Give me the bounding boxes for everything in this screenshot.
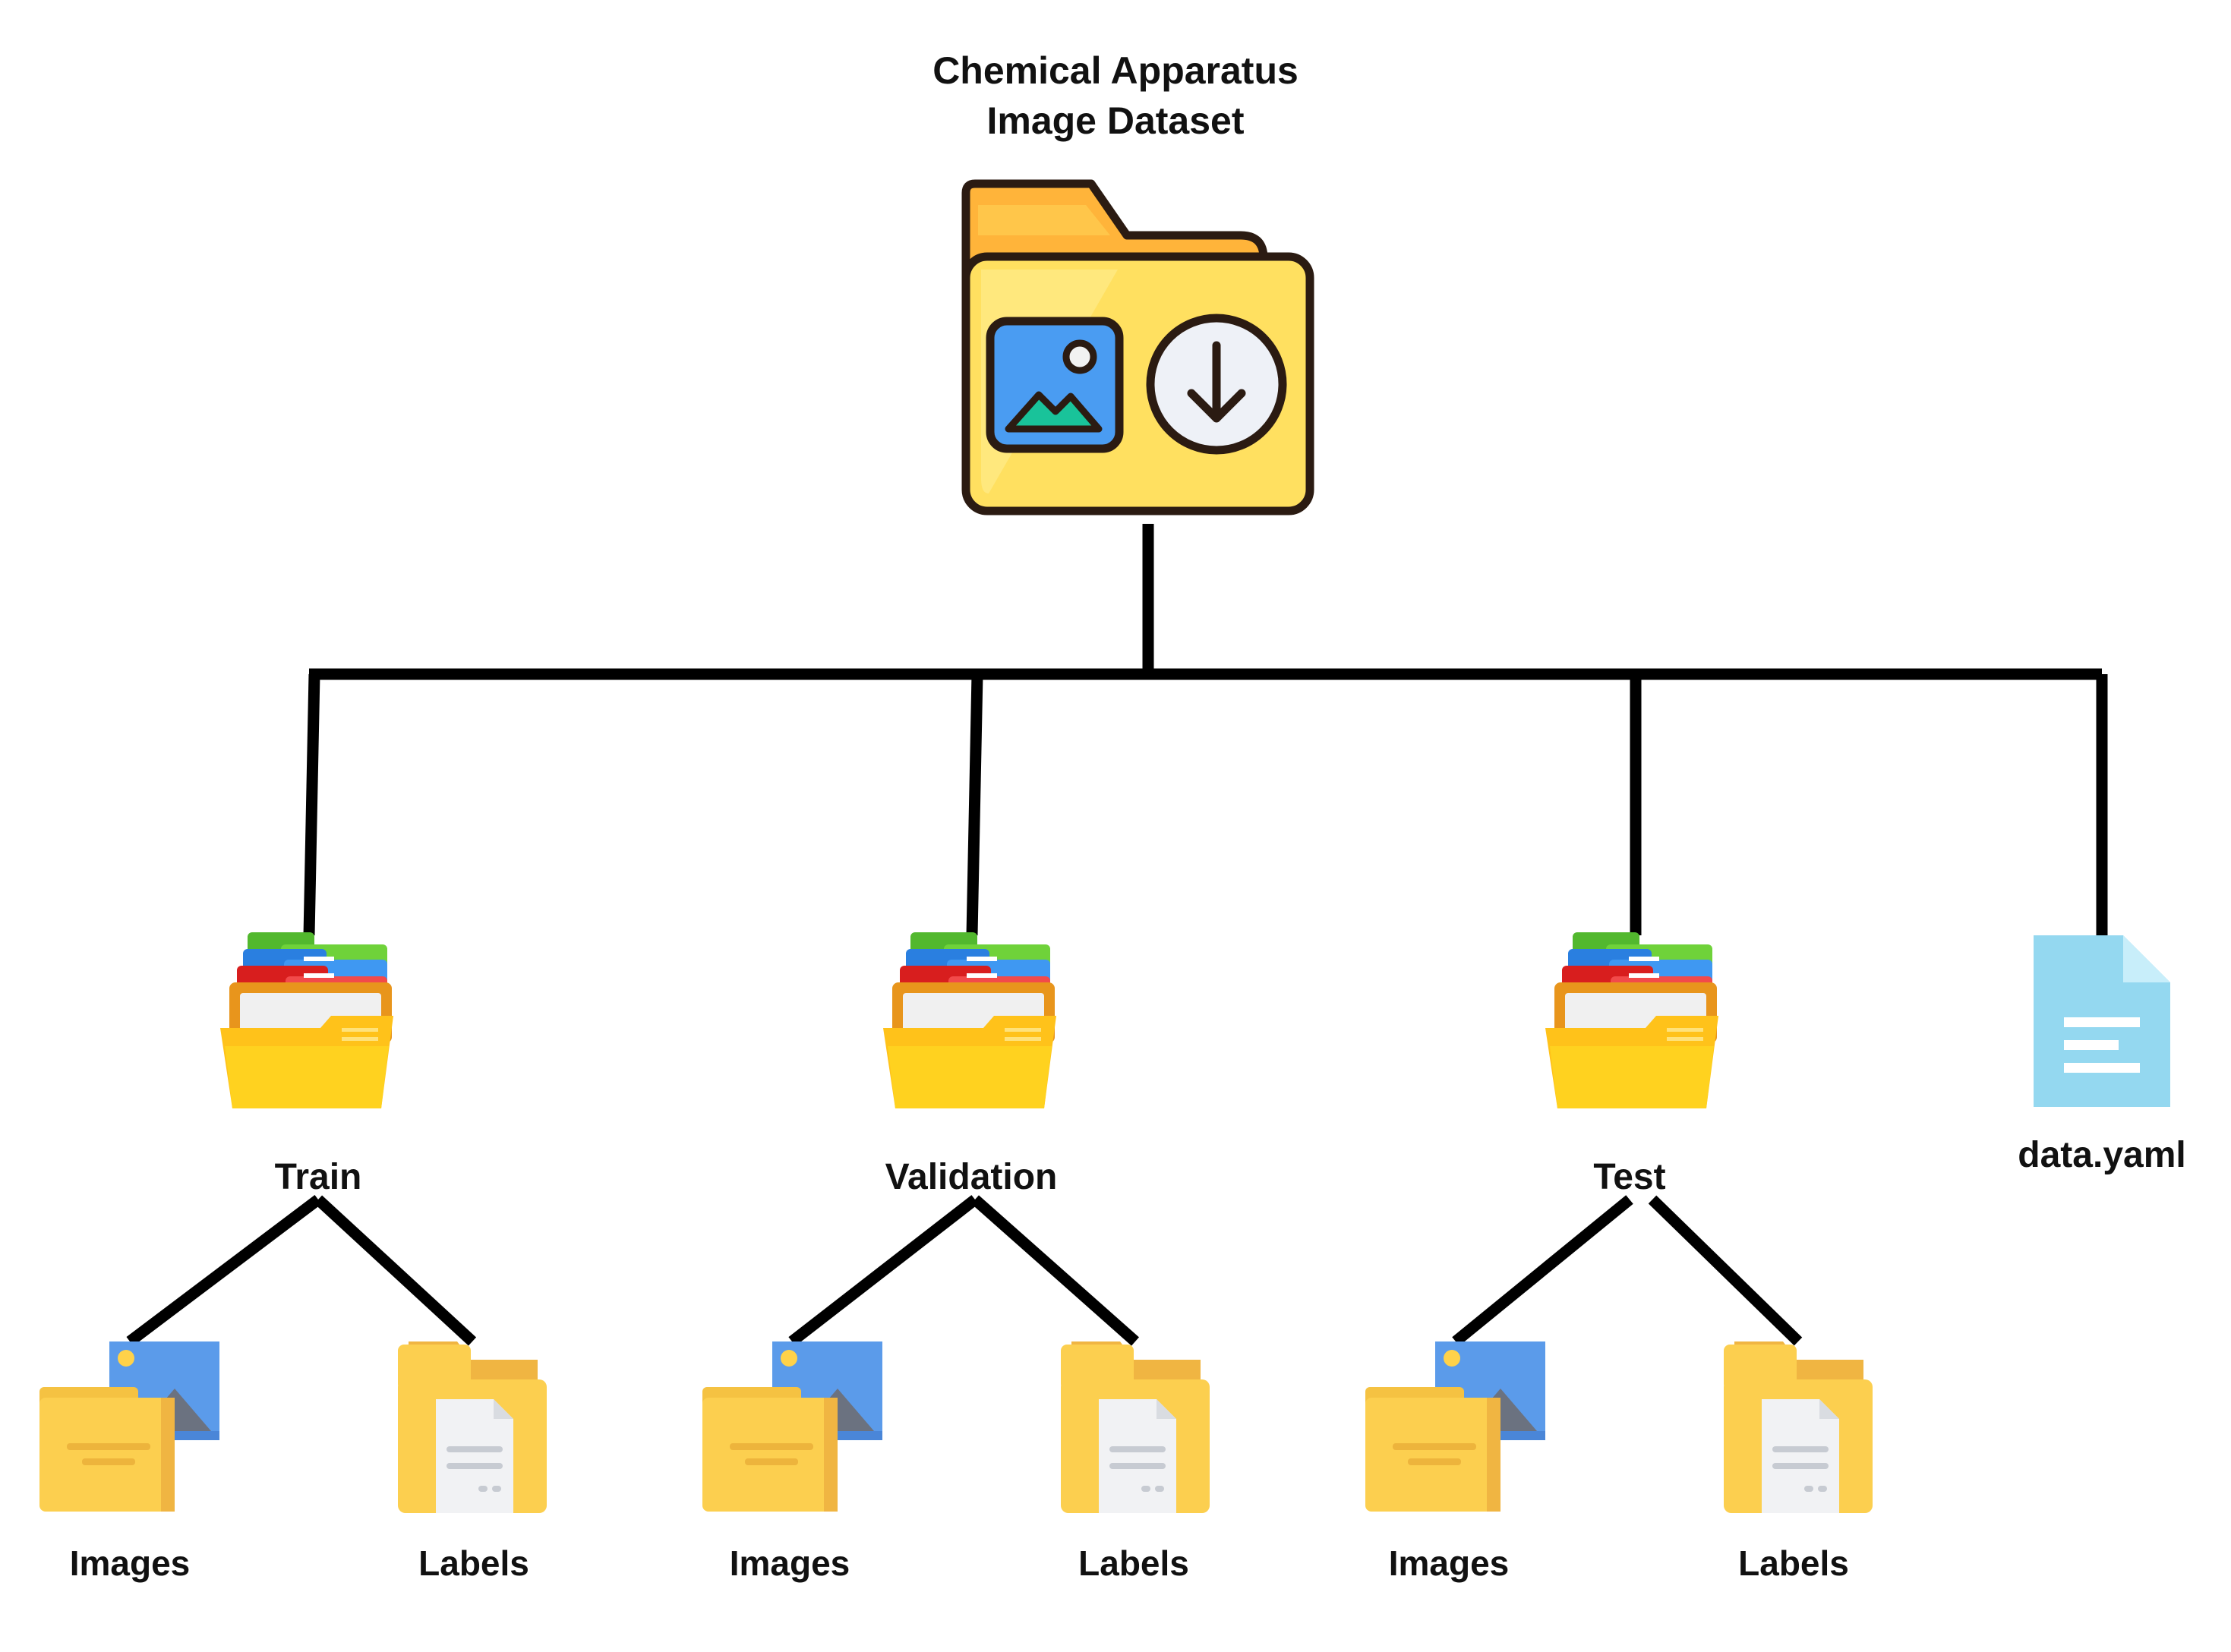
train-images-link: [126, 1195, 322, 1346]
train-labels-label: Labels: [418, 1543, 529, 1583]
train-images-label: Images: [69, 1543, 191, 1583]
dataset-folder-icon: [961, 179, 1314, 515]
folders-stack-icon: [1545, 932, 1718, 1108]
images-folder-icon: [39, 1341, 219, 1512]
test-labels-label: Labels: [1738, 1543, 1849, 1583]
labels-folder-icon: [1061, 1341, 1210, 1513]
validation-images-label: Images: [729, 1543, 850, 1583]
split-label-train: Train: [274, 1157, 362, 1197]
document-icon: [2034, 935, 2170, 1107]
train-branch-line: [303, 673, 320, 936]
test-labels-link: [1648, 1195, 1803, 1346]
diagram-title: Chemical Apparatus Image Dataset: [736, 46, 1495, 146]
images-folder-icon: [702, 1341, 882, 1512]
folders-stack-icon: [220, 932, 393, 1108]
test-images-label: Images: [1388, 1543, 1510, 1583]
folders-stack-icon: [883, 932, 1056, 1108]
images-folder-icon: [1365, 1341, 1545, 1512]
title-line-2: Image Dataset: [986, 99, 1245, 142]
test-images-link: [1452, 1195, 1633, 1346]
split-label-validation: Validation: [885, 1157, 1058, 1197]
validation-labels-link: [971, 1195, 1139, 1346]
validation-images-link: [788, 1195, 979, 1346]
validation-labels-label: Labels: [1078, 1543, 1189, 1583]
validation-branch-line: [966, 673, 983, 936]
connector-lines: [126, 524, 2108, 1346]
config-file-label: data.yaml: [2018, 1135, 2186, 1175]
labels-folder-icon: [398, 1341, 547, 1513]
train-labels-link: [314, 1195, 477, 1346]
title-line-1: Chemical Apparatus: [932, 49, 1299, 92]
split-label-test: Test: [1593, 1157, 1666, 1197]
labels-folder-icon: [1724, 1341, 1873, 1513]
